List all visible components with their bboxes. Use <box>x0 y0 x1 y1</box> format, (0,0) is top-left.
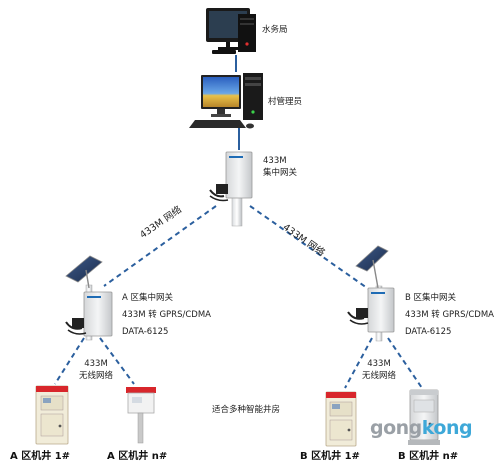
link-central-b <box>249 205 371 291</box>
gateway-b-label: B 区集中网关 433M 转 GPRS/CDMA DATA-6125 <box>405 293 494 337</box>
well-an-box-icon <box>126 387 156 444</box>
central-gateway-device-icon <box>209 151 253 227</box>
water-bureau-label: 水务局 <box>262 25 288 35</box>
well-a1-cabinet-icon <box>35 385 69 445</box>
watermark-part1: gong <box>370 417 422 439</box>
village-admin-label: 村管理员 <box>268 97 303 107</box>
gateway-a-label: A 区集中网关 433M 转 GPRS/CDMA DATA-6125 <box>122 293 211 337</box>
wireless-a-label: 433M 无线网络 <box>79 359 114 381</box>
central-gateway-label: 433M 集中网关 <box>263 156 298 178</box>
gateway-b-device-icon <box>347 245 395 342</box>
watermark-part2: kong <box>421 417 473 439</box>
well-an-label: A 区机井 n# <box>107 451 168 462</box>
center-note-label: 适合多种智能井房 <box>212 405 281 415</box>
admin-computer-icon <box>189 73 263 129</box>
well-bn-label: B 区机井 n# <box>398 451 459 462</box>
link-a-welln <box>99 337 135 385</box>
wireless-b-label: 433M 无线网络 <box>362 359 397 381</box>
well-b1-cabinet-icon <box>325 391 357 447</box>
link-b-welln <box>387 337 423 389</box>
gateway-a-device-icon <box>65 255 113 341</box>
link-central-a <box>103 205 217 287</box>
watermark: gongkong <box>370 417 473 439</box>
link-b-well1 <box>344 337 373 389</box>
desktop-computer-icon <box>206 8 256 54</box>
link-a-well1 <box>54 337 85 385</box>
well-a1-label: A 区机井 1# <box>10 451 71 462</box>
well-b1-label: B 区机井 1# <box>300 451 360 462</box>
well-bn-cabinet-icon <box>408 389 440 445</box>
